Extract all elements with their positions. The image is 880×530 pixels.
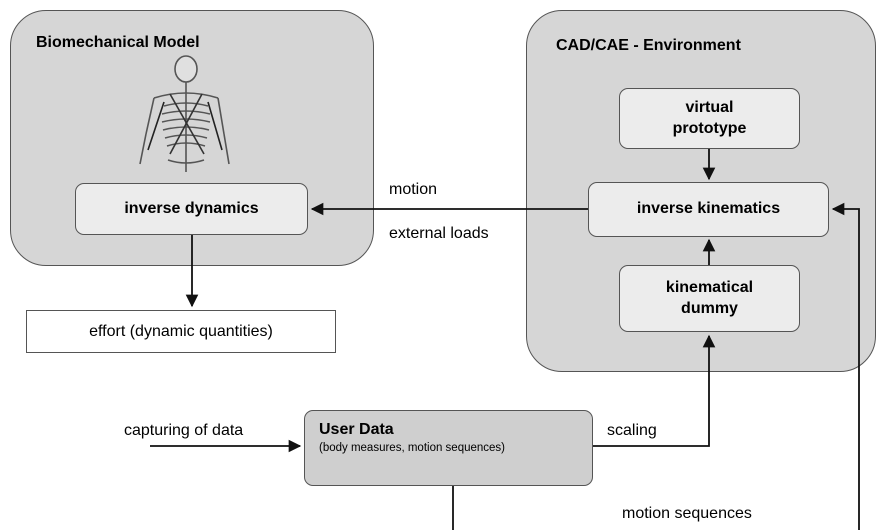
kinematical-dummy-box: kinematical dummy xyxy=(619,265,800,332)
inverse-kinematics-box: inverse kinematics xyxy=(588,182,829,237)
biomechanical-model-title: Biomechanical Model xyxy=(36,34,200,51)
virtual-prototype-box: virtual prototype xyxy=(619,88,800,149)
motion-label: motion xyxy=(389,181,438,198)
effort-box: effort (dynamic quantities) xyxy=(26,310,336,353)
capturing-of-data-label: capturing of data xyxy=(124,422,244,439)
motion-sequences-label: motion sequences xyxy=(622,505,752,522)
external-loads-label: external loads xyxy=(389,225,489,242)
user-data-subtitle: (body measures, motion sequences) xyxy=(319,442,506,454)
user-data-title: User Data xyxy=(319,421,394,438)
skeleton-figure-icon xyxy=(139,55,230,172)
motion-sequences-arrow xyxy=(831,202,860,530)
user-data-box: User Data (body measures, motion sequenc… xyxy=(304,410,593,486)
inverse-dynamics-box: inverse dynamics xyxy=(75,183,308,235)
scaling-label: scaling xyxy=(607,422,657,439)
scaling-arrow xyxy=(593,334,716,447)
cad-cae-environment-title: CAD/CAE - Environment xyxy=(556,37,741,54)
